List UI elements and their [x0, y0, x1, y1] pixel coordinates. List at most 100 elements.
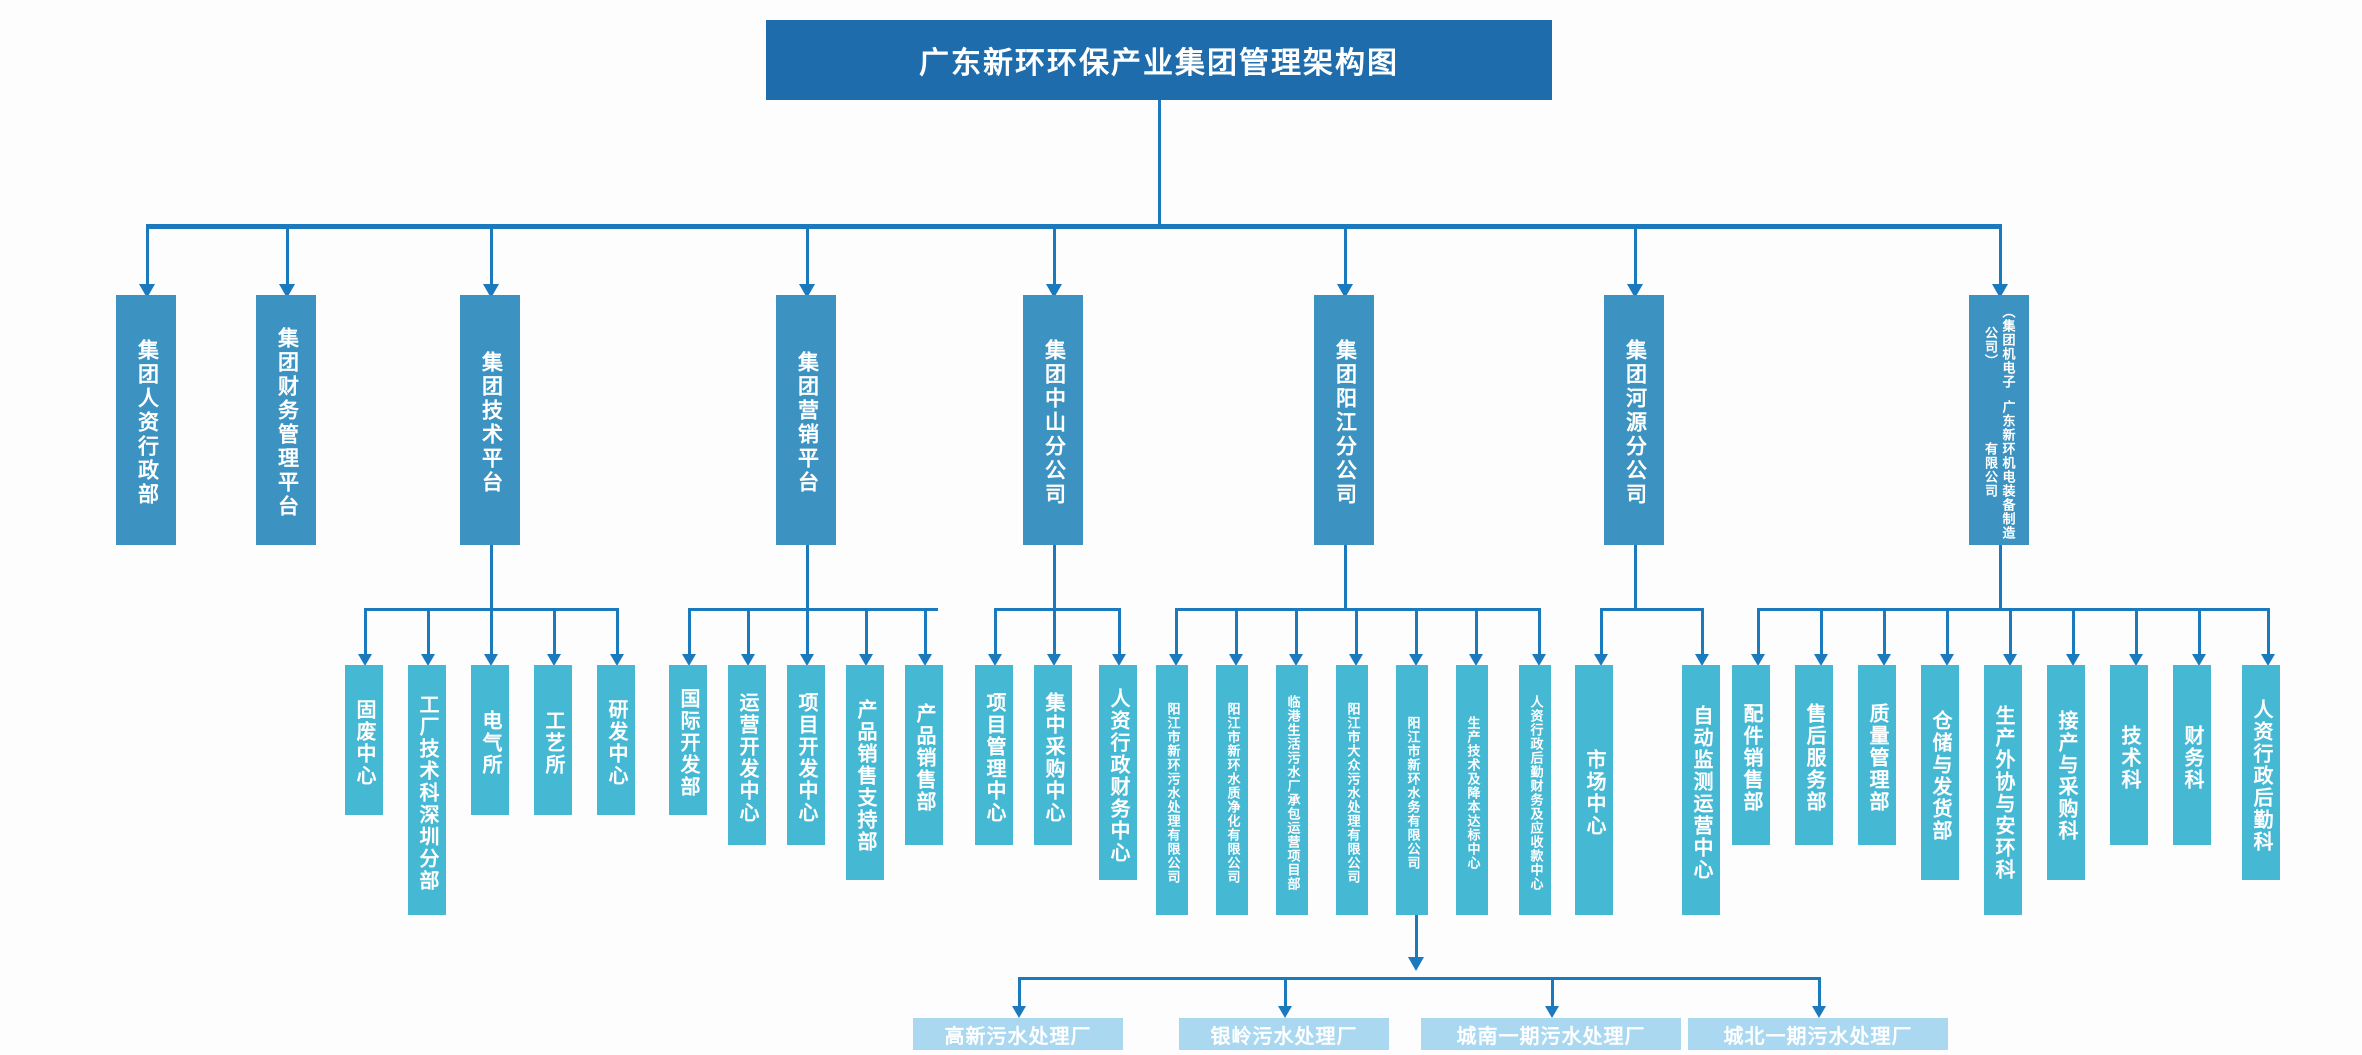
level3-node-product-sales-dept[interactable]: 产品销售部: [905, 665, 943, 845]
level3-node-yj-xinhuan-water-affairs[interactable]: 阳江市新环水务有限公司: [1396, 665, 1428, 915]
connector-drop-marketing-2: [747, 608, 750, 656]
connector-drop-yangjiang-6: [1475, 608, 1478, 656]
connector-drop-em-3: [1883, 608, 1886, 656]
level2-node-yangjiang[interactable]: 集团阳江分公司: [1314, 295, 1374, 545]
level3-node-technology-section[interactable]: 技术科: [2110, 665, 2148, 845]
connector-drop-marketing-1: [688, 608, 691, 656]
connector-stem-marketing: [806, 545, 809, 610]
arrow-yangjiang-2: [1229, 654, 1243, 666]
arrow-yangjiang-3: [1289, 654, 1303, 666]
level3-node-quality-mgmt-dept[interactable]: 质量管理部: [1858, 665, 1896, 845]
connector-drop-plant-4: [1818, 977, 1821, 1008]
arrow-plant-1: [1012, 1006, 1026, 1018]
arrow-em-7: [2129, 654, 2143, 666]
connector-drop-yangjiang-2: [1235, 608, 1238, 656]
level3-node-operations-dev-center[interactable]: 运营开发中心: [728, 665, 766, 845]
connector-drop-em-2: [1820, 608, 1823, 656]
connector-drop-em-8: [2198, 608, 2201, 656]
connector-drop-plant-3: [1551, 977, 1554, 1008]
arrow-tech-5: [610, 654, 624, 666]
level3-node-production-purchasing[interactable]: 接产与采购科: [2047, 665, 2085, 880]
level4-node-chengnan-phase1-plant[interactable]: 城南一期污水处理厂: [1421, 1018, 1681, 1050]
connector-drop-finance: [286, 228, 289, 286]
connector-level2-bus: [146, 224, 2002, 229]
arrow-yangjiang-4: [1349, 654, 1363, 666]
level3-node-finance-section[interactable]: 财务科: [2173, 665, 2211, 845]
level3-node-hr-admin-finance-center[interactable]: 人资行政财务中心: [1099, 665, 1137, 880]
level3-node-lingang-sewage-project[interactable]: 临港生活污水厂承包运营项目部: [1276, 665, 1308, 915]
connector-drop-heyuan-1: [1600, 608, 1603, 656]
level2-node-heyuan[interactable]: 集团河源分公司: [1604, 295, 1664, 545]
root-node-title: 广东新环环保产业集团管理架构图: [766, 20, 1552, 100]
level3-node-after-sales-dept[interactable]: 售后服务部: [1795, 665, 1833, 845]
connector-drop-em-9: [2267, 608, 2270, 656]
arrow-tech: [483, 284, 499, 298]
connector-stem-tech: [490, 545, 493, 610]
arrow-tech-4: [547, 654, 561, 666]
arrow-marketing: [799, 284, 815, 298]
connector-drop-marketing-4: [865, 608, 868, 656]
level2-node-finance[interactable]: 集团财务管理平台: [256, 295, 316, 545]
arrow-zhongshan-1: [988, 654, 1002, 666]
arrow-hr-admin: [139, 284, 155, 298]
level3-node-hr-admin-logistics-receivables[interactable]: 人资行政后勤财务及应收款中心: [1519, 665, 1551, 915]
connector-stem-plants: [1415, 915, 1418, 960]
level3-node-project-dev-center[interactable]: 项目开发中心: [787, 665, 825, 845]
level3-node-international-dev[interactable]: 国际开发部: [669, 665, 707, 815]
level3-node-yj-dazhong-sewage[interactable]: 阳江市大众污水处理有限公司: [1336, 665, 1368, 915]
connector-drop-yangjiang-3: [1295, 608, 1298, 656]
level2-node-electromech[interactable]: （集团机电子公司） 广东新环机电装备制造有限公司: [1969, 295, 2029, 545]
level3-node-electrical-institute[interactable]: 电气所: [471, 665, 509, 815]
level3-node-hr-admin-logistics-section[interactable]: 人资行政后勤科: [2242, 665, 2280, 880]
arrow-marketing-5: [918, 654, 932, 666]
arrow-em-9: [2261, 654, 2275, 666]
connector-drop-yangjiang-4: [1355, 608, 1358, 656]
level3-node-product-sales-support[interactable]: 产品销售支持部: [846, 665, 884, 880]
level3-node-warehouse-shipping-dept[interactable]: 仓储与发货部: [1921, 665, 1959, 880]
arrow-zhongshan-2: [1047, 654, 1061, 666]
arrow-marketing-4: [859, 654, 873, 666]
connector-drop-heyuan-2: [1701, 608, 1704, 656]
arrow-plants-stem: [1408, 957, 1424, 971]
level2-node-tech[interactable]: 集团技术平台: [460, 295, 520, 545]
connector-drop-yangjiang-7: [1538, 608, 1541, 656]
arrow-em-3: [1877, 654, 1891, 666]
arrow-finance: [279, 284, 295, 298]
level3-node-rd-center[interactable]: 研发中心: [597, 665, 635, 815]
arrow-plant-3: [1545, 1006, 1559, 1018]
level3-node-yj-xinhuan-sewage[interactable]: 阳江市新环污水处理有限公司: [1156, 665, 1188, 915]
level4-node-yinling-plant[interactable]: 银岭污水处理厂: [1179, 1018, 1389, 1050]
connector-drop-marketing-5: [924, 608, 927, 656]
connector-drop-hr-admin: [146, 228, 149, 286]
level3-node-market-center[interactable]: 市场中心: [1575, 665, 1613, 915]
level3-node-project-mgmt-center[interactable]: 项目管理中心: [975, 665, 1013, 845]
connector-drop-zhongshan-3: [1118, 608, 1121, 656]
connector-stem-heyuan: [1634, 545, 1637, 610]
level2-node-marketing[interactable]: 集团营销平台: [776, 295, 836, 545]
connector-drop-heyuan: [1634, 228, 1637, 286]
level3-node-process-institute[interactable]: 工艺所: [534, 665, 572, 815]
arrow-electromech: [1992, 284, 2008, 298]
arrow-em-5: [2003, 654, 2017, 666]
connector-root-stem: [1158, 100, 1161, 226]
connector-drop-em-5: [2009, 608, 2012, 656]
level3-node-factory-tech-shenzhen[interactable]: 工厂技术科深圳分部: [408, 665, 446, 915]
level3-node-auto-monitoring-ops-center[interactable]: 自动监测运营中心: [1682, 665, 1720, 915]
level2-node-hr-admin[interactable]: 集团人资行政部: [116, 295, 176, 545]
level3-node-production-tech-cost-center[interactable]: 生产技术及降本达标中心: [1456, 665, 1488, 915]
level2-node-zhongshan[interactable]: 集团中山分公司: [1023, 295, 1083, 545]
arrow-yangjiang: [1337, 284, 1353, 298]
level3-node-outsourcing-safety-env[interactable]: 生产外协与安环科: [1984, 665, 2022, 915]
level4-node-gaoxin-plant[interactable]: 高新污水处理厂: [913, 1018, 1123, 1050]
arrow-marketing-3: [800, 654, 814, 666]
level4-node-chengbei-phase1-plant[interactable]: 城北一期污水处理厂: [1688, 1018, 1948, 1050]
arrow-heyuan: [1627, 284, 1643, 298]
connector-bus-zhongshan: [994, 608, 1118, 611]
level3-node-parts-sales-dept[interactable]: 配件销售部: [1732, 665, 1770, 845]
connector-drop-tech: [490, 228, 493, 286]
arrow-heyuan-2: [1695, 654, 1709, 666]
level3-node-solid-waste-center[interactable]: 固废中心: [345, 665, 383, 815]
connector-drop-yangjiang-5: [1415, 608, 1418, 656]
level3-node-centralized-purchasing[interactable]: 集中采购中心: [1034, 665, 1072, 845]
level3-node-yj-xinhuan-water-purify[interactable]: 阳江市新环水质净化有限公司: [1216, 665, 1248, 915]
